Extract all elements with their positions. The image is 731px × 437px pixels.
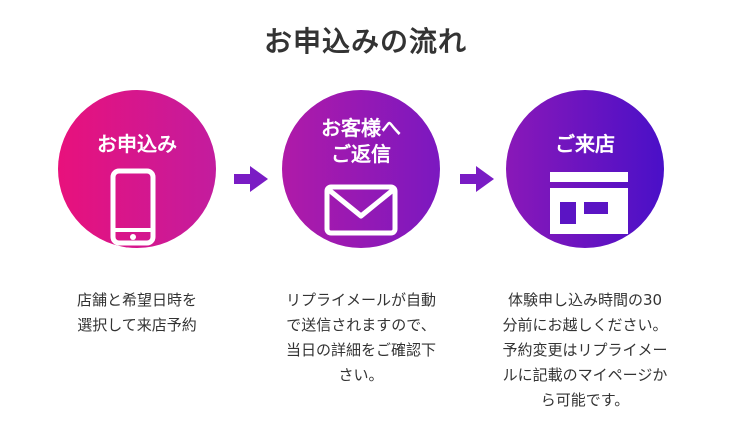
step-reply: お客様へ ご返信 リプライメールが自動 で送信されますので、 当日の詳細をご確認… [256, 90, 466, 420]
step-label: お申込み [97, 132, 177, 156]
step-description: 体験申し込み時間の30 分前にお越しください。 予約変更はリプライメー ルに記載… [480, 288, 690, 413]
step-application: お申込み 店舗と希望日時を 選択して来店予約 [32, 90, 242, 420]
step-label: ご来店 [555, 132, 615, 156]
desc-line: ら可能です。 [540, 391, 630, 409]
step-circle: お客様へ ご返信 [282, 90, 440, 248]
arrow-right-icon [460, 166, 494, 192]
step-label-line1: お客様へ [321, 116, 401, 140]
desc-line: 分前にお越しください。 [502, 316, 668, 334]
store-icon [550, 172, 628, 234]
desc-line: で送信されますので、 [286, 316, 436, 334]
desc-line: 予約変更はリプライメー [502, 341, 668, 359]
desc-line: 体験申し込み時間の30 [507, 291, 663, 309]
desc-line: ルに記載のマイページか [502, 366, 668, 384]
step-label-line2: ご返信 [331, 142, 391, 166]
step-description: リプライメールが自動 で送信されますので、 当日の詳細をご確認下 さい。 [256, 288, 466, 388]
arrow-right-icon [234, 166, 268, 192]
step-circle: ご来店 [506, 90, 664, 248]
desc-line: 当日の詳細をご確認下 [285, 341, 436, 359]
desc-line: 店舗と希望日時を [76, 291, 197, 309]
step-description: 店舗と希望日時を 選択して来店予約 [32, 288, 242, 338]
page-title: お申込みの流れ [263, 25, 467, 58]
envelope-icon [324, 184, 398, 236]
step-visit: ご来店 体験申し込み時間の30 分前にお越しください。 予約変更はリプライメー … [480, 90, 690, 420]
desc-line: 選択して来店予約 [77, 316, 197, 334]
desc-line: さい。 [338, 366, 384, 384]
step-circle: お申込み [58, 90, 216, 248]
desc-line: リプライメールが自動 [285, 291, 436, 309]
smartphone-icon [110, 168, 156, 246]
